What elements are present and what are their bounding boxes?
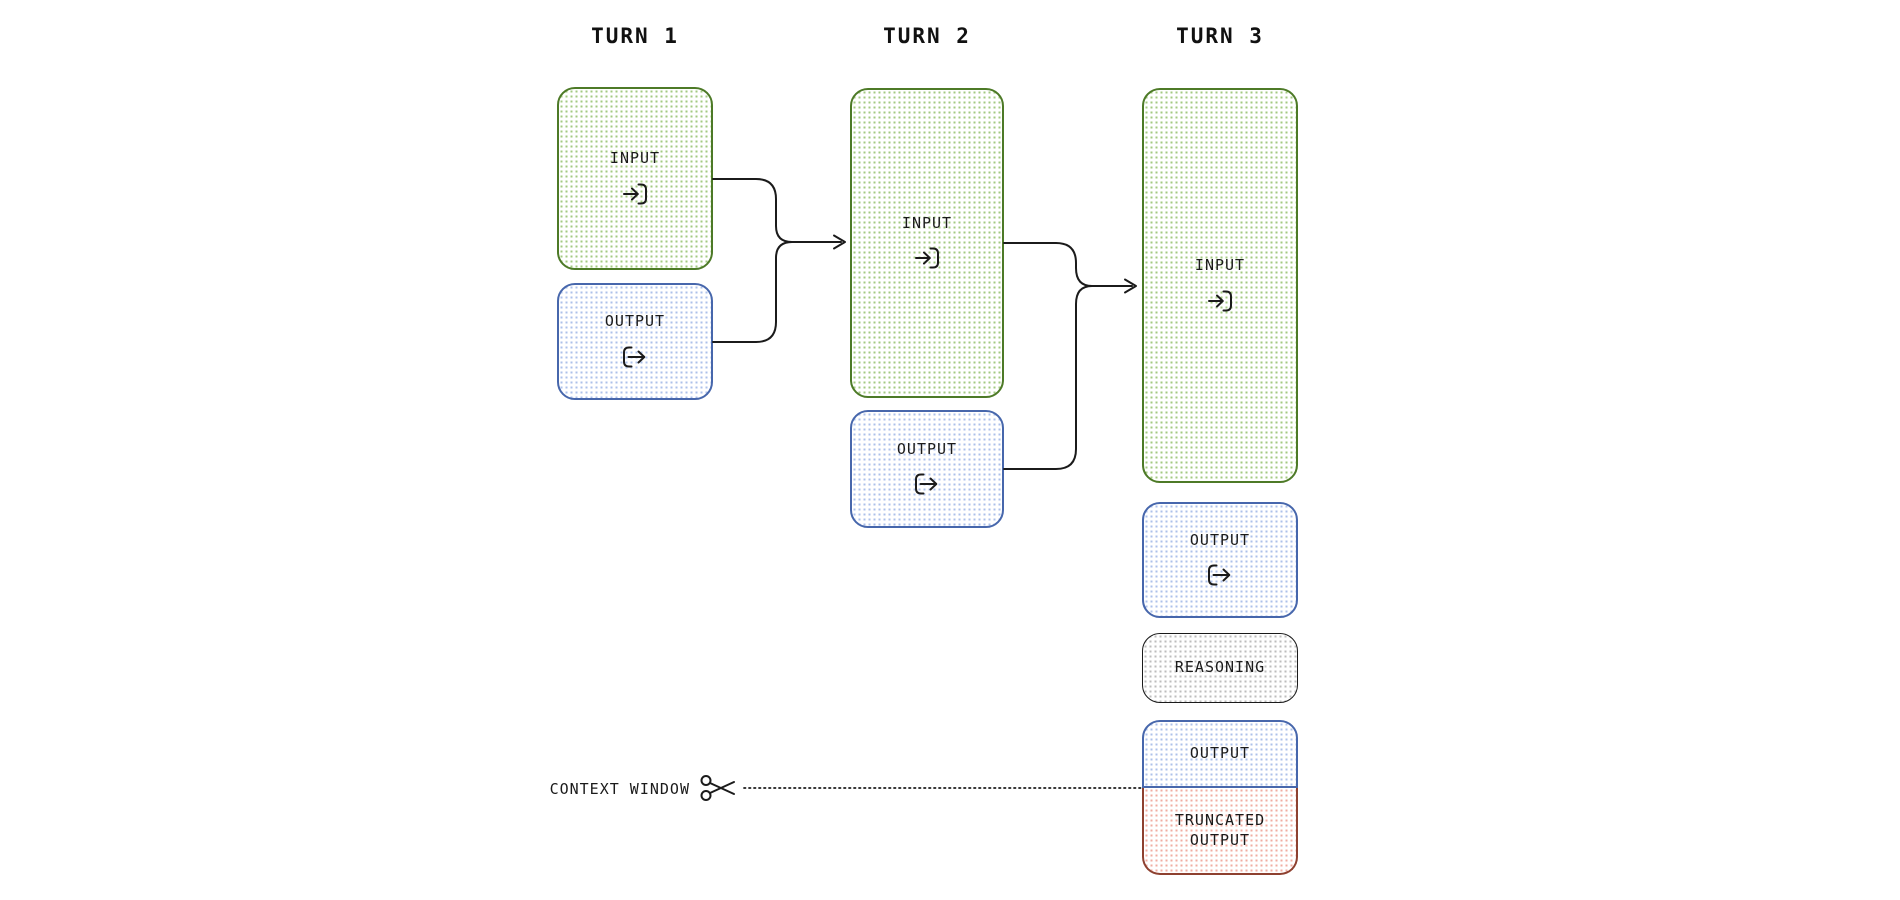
turn-1-title: TURN 1 [591, 24, 679, 48]
turn-2-output-label: OUTPUT [896, 439, 958, 458]
input-arrow-icon [1206, 287, 1234, 315]
turn-3-kept-output-label: OUTPUT [1189, 744, 1251, 763]
turn-1-output-box: OUTPUT [557, 283, 713, 400]
turn-3-reasoning-label: REASONING [1174, 658, 1266, 677]
turn-2-input-box: INPUT [850, 88, 1004, 398]
turn-3-reasoning-box: REASONING [1142, 633, 1298, 703]
output-arrow-icon [621, 343, 649, 371]
connector-turn2-input [1003, 242, 1093, 287]
input-arrow-icon [913, 244, 941, 272]
turn-1-input-label: INPUT [609, 149, 661, 168]
turn-1-input-box: INPUT [557, 87, 713, 270]
output-arrow-icon [913, 470, 941, 498]
turn-3-truncated-output-box: TRUNCATED OUTPUT [1142, 788, 1298, 875]
turn-2-title: TURN 2 [883, 24, 971, 48]
arrowhead-2 [1124, 278, 1137, 294]
connector-turn2-output [1003, 285, 1093, 470]
turn-3-title: TURN 3 [1176, 24, 1264, 48]
context-window-label: CONTEXT WINDOW [549, 780, 690, 798]
turn-2-input-label: INPUT [901, 213, 953, 232]
turn-3-output-label: OUTPUT [1189, 530, 1251, 549]
turn-1-output-label: OUTPUT [604, 312, 666, 331]
connector-turn1-output [712, 241, 793, 343]
turn-3-output-box: OUTPUT [1142, 502, 1298, 618]
turn-3-input-box: INPUT [1142, 88, 1298, 483]
turn-2-output-box: OUTPUT [850, 410, 1004, 528]
output-arrow-icon [1206, 561, 1234, 589]
turn-3-kept-output-box: OUTPUT [1142, 720, 1298, 788]
arrowhead-1 [833, 234, 846, 250]
connector-turn1-input [712, 178, 793, 243]
scissors-icon [698, 770, 740, 806]
input-arrow-icon [621, 180, 649, 208]
turn-3-truncated-output-label: TRUNCATED OUTPUT [1174, 811, 1266, 849]
turn-3-input-label: INPUT [1194, 256, 1246, 275]
